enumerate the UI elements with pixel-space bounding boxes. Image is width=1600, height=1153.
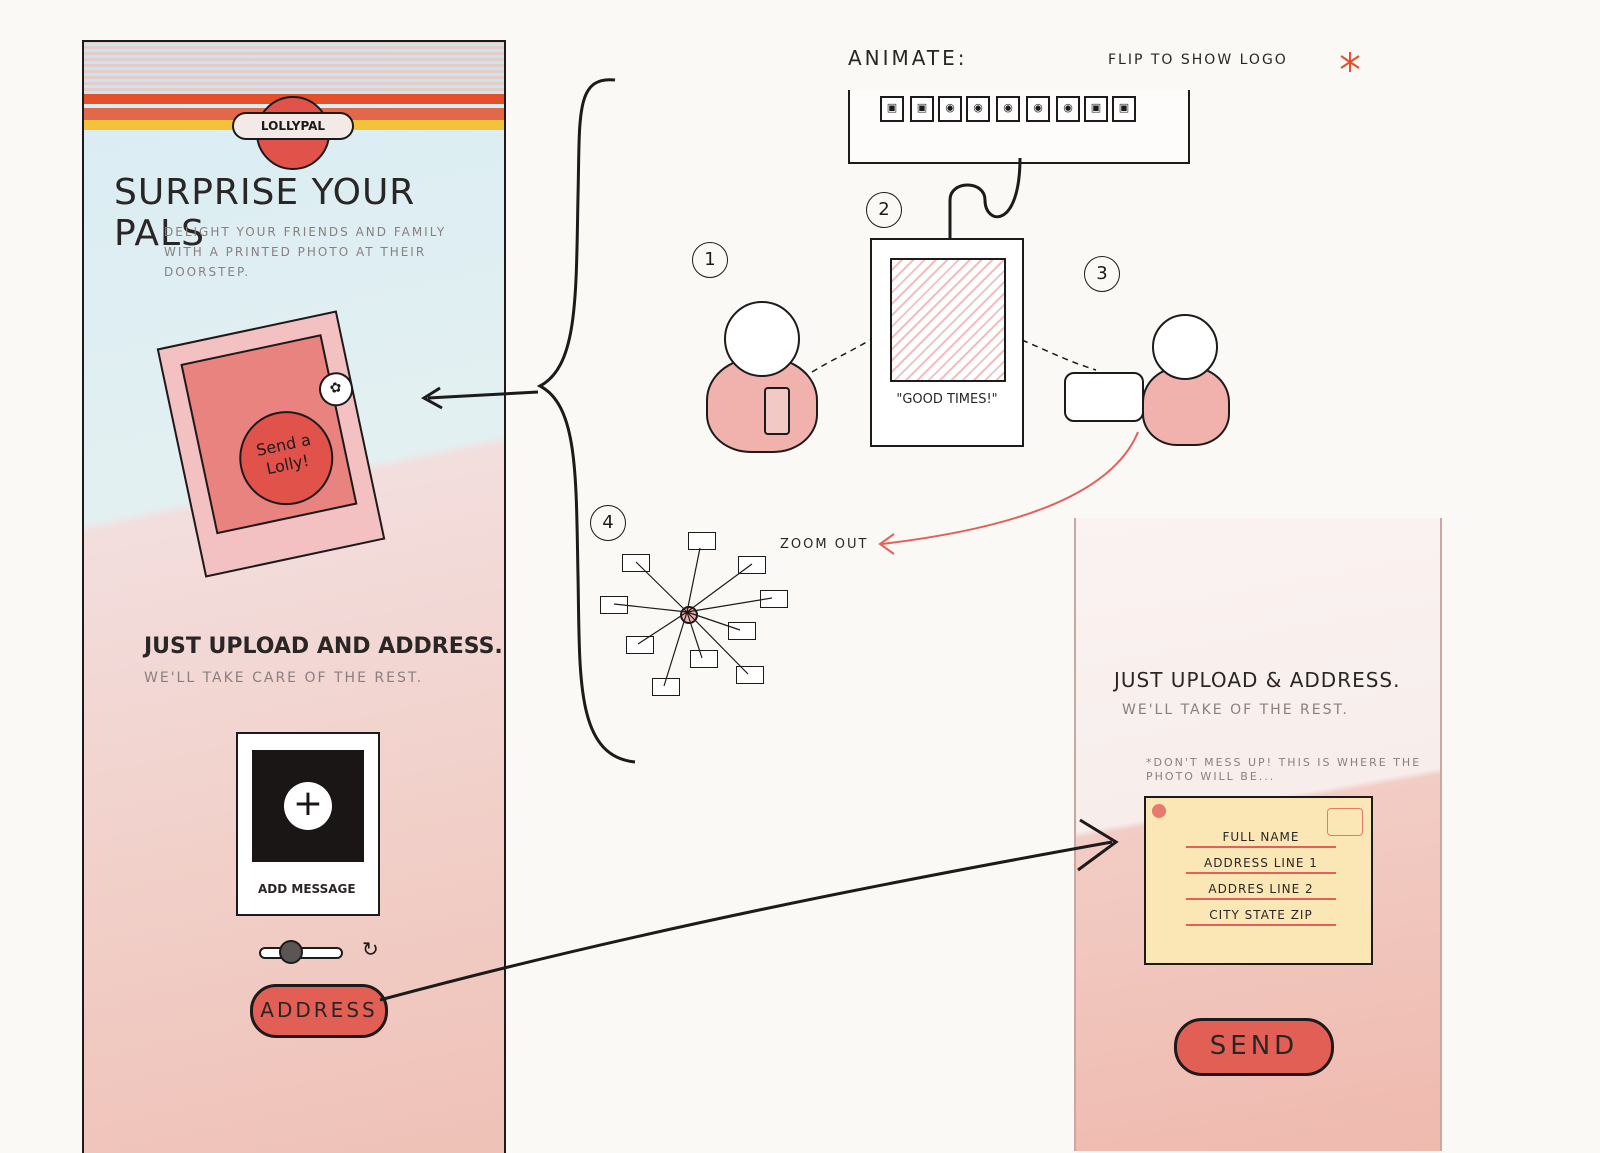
phone-mockup-landing: LOLLYPAL SURPRISE YOUR PALS DELIGHT YOUR… [82,40,506,1153]
send-button[interactable]: SEND [1174,1018,1334,1076]
mailbox-icon [1064,372,1144,422]
network-photo-node [600,596,628,614]
network-photo-node [622,554,650,572]
flip-note: FLIP TO SHOW LOGO [1108,52,1288,68]
sender-person-illustration [700,295,820,465]
network-photo-node [736,666,764,684]
frame-image-icon: ▣ [910,96,934,122]
frame-image-icon: ▣ [1112,96,1136,122]
frame-image-icon: ▣ [880,96,904,122]
address-postcard: FULL NAME ADDRESS LINE 1 ADDRES LINE 2 C… [1144,796,1373,965]
zoom-slider-handle[interactable] [279,940,303,964]
full-name-field[interactable]: FULL NAME [1186,830,1336,848]
recipient-head [1152,314,1218,380]
photo-upload-frame[interactable]: + ADD MESSAGE [236,732,380,916]
upload-heading-right: JUST UPLOAD & ADDRESS. [1114,668,1401,692]
animate-label: ANIMATE: [848,46,968,70]
upload-subheading: WE'LL TAKE CARE OF THE REST. [144,670,424,686]
network-photo-node [688,532,716,550]
network-photo-node [738,556,766,574]
send-lolly-card[interactable]: Send a Lolly! ✿ [156,310,386,578]
hero-tagline: DELIGHT YOUR FRIENDS AND FAMILY WITH A P… [164,225,447,279]
network-photo-node [690,650,718,668]
step-number-1: 1 [692,242,728,278]
network-center-person [680,606,698,624]
network-photo-node [626,636,654,654]
address-line-1-field[interactable]: ADDRESS LINE 1 [1186,856,1336,874]
curly-brace [536,78,636,764]
designer-note: *DON'T MESS UP! THIS IS WHERE THE PHOTO … [1146,756,1422,783]
printed-photo: "GOOD TIMES!" [870,238,1024,447]
frame-lolly-icon: ◉ [966,96,990,122]
address-button[interactable]: ADDRESS [250,984,388,1038]
add-photo-icon[interactable]: + [284,782,332,830]
address-line-2-field[interactable]: ADDRES LINE 2 [1186,882,1336,900]
frame-lolly-icon: ◉ [996,96,1020,122]
recipient-person-illustration [1064,310,1234,450]
step-number-2: 2 [866,192,902,228]
step-number-3: 3 [1084,256,1120,292]
step-number-4: 4 [590,505,626,541]
rotate-icon[interactable]: ↻ [362,937,379,961]
add-message-field[interactable]: ADD MESSAGE [258,882,356,896]
city-state-zip-field[interactable]: CITY STATE ZIP [1186,908,1336,926]
phone-icon [764,387,790,435]
photo-drop-area[interactable]: + [252,750,364,862]
friends-photo-image [890,258,1006,382]
upload-subheading-right: WE'LL TAKE OF THE REST. [1122,702,1349,718]
zoom-out-label: ZOOM OUT [780,537,869,552]
upload-heading: JUST UPLOAD AND ADDRESS. [144,634,503,659]
hero-title: SURPRISE YOUR PALS [114,172,416,254]
postmark-icon [1327,808,1363,836]
frame-lolly-icon: ◉ [938,96,962,122]
phone-mockup-address: JUST UPLOAD & ADDRESS. WE'LL TAKE OF THE… [1074,518,1442,1151]
network-photo-node [760,590,788,608]
sender-head [724,301,800,377]
photo-caption: "GOOD TIMES!" [896,392,998,407]
logo[interactable]: LOLLYPAL [232,112,354,140]
frame-lolly-icon: ◉ [1026,96,1050,122]
frame-lolly-icon: ◉ [1056,96,1080,122]
header-texture [84,42,504,94]
frame-image-icon: ▣ [1084,96,1108,122]
network-photo-node [652,678,680,696]
network-photo-node [728,622,756,640]
stamp-icon [1152,804,1166,818]
